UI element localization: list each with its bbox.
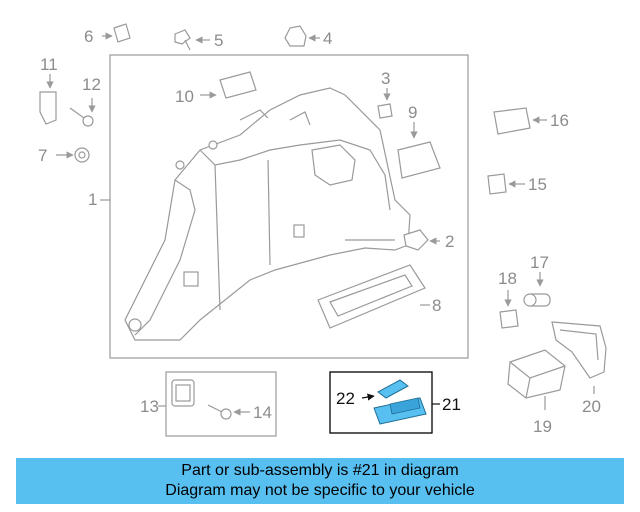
bracket-part-20 xyxy=(551,321,607,394)
callout-13: 13 xyxy=(140,397,159,416)
callout-17: 17 xyxy=(530,253,549,272)
bolt-part-5 xyxy=(174,29,210,51)
callout-16: 16 xyxy=(550,111,569,130)
callout-11: 11 xyxy=(40,55,58,74)
cover-part-22 xyxy=(361,379,409,401)
cover-part-13 xyxy=(171,379,195,407)
callout-7: 7 xyxy=(38,146,47,165)
grommet-part-18 xyxy=(499,290,519,329)
screw-part-14 xyxy=(207,404,250,420)
clip-part-7 xyxy=(56,147,90,163)
callout-3: 3 xyxy=(381,69,390,88)
callout-5: 5 xyxy=(214,31,223,50)
box-part-13 xyxy=(165,371,277,437)
callout-20: 20 xyxy=(582,397,601,416)
bracket-part-11 xyxy=(39,74,57,125)
callout-15: 15 xyxy=(528,175,547,194)
callout-6: 6 xyxy=(84,27,93,46)
clip-part-6 xyxy=(102,23,131,43)
callout-4: 4 xyxy=(323,29,332,48)
sill-plate-part-8 xyxy=(317,264,430,329)
highlight-box-part-21 xyxy=(329,371,433,434)
clip-part-4 xyxy=(284,25,320,47)
storage-tray-part-21 xyxy=(373,397,427,425)
callout-2: 2 xyxy=(445,232,454,251)
callout-1: 1 xyxy=(88,190,97,209)
quarter-trim-panel-part xyxy=(124,87,411,341)
callout-19: 19 xyxy=(533,417,552,436)
callout-8: 8 xyxy=(432,296,441,315)
fastener-part-17 xyxy=(523,272,551,307)
pad-part-15 xyxy=(487,173,525,195)
clip-part-3 xyxy=(377,88,393,119)
banner-line-part-number: Part or sub-assembly is #21 in diagram xyxy=(181,462,459,479)
callout-21: 21 xyxy=(442,395,461,414)
callout-18: 18 xyxy=(498,269,517,288)
bolt-part-12 xyxy=(69,98,96,127)
cover-part-16 xyxy=(493,107,547,135)
clip-part-2 xyxy=(403,229,440,251)
quarter-trim-frame xyxy=(109,54,469,359)
banner-line-disclaimer: Diagram may not be specific to your vehi… xyxy=(165,482,475,499)
handle-part-10 xyxy=(200,71,257,99)
info-banner: Part or sub-assembly is #21 in diagram D… xyxy=(16,458,624,504)
parts-diagram: 2 3 4 5 6 7 8 9 xyxy=(38,23,607,437)
callout-12: 12 xyxy=(82,75,101,94)
callout-10: 10 xyxy=(175,87,194,106)
callout-22: 22 xyxy=(336,389,355,408)
callout-9: 9 xyxy=(408,103,417,122)
callout-14: 14 xyxy=(253,403,272,422)
cover-part-9 xyxy=(397,122,441,179)
bracket-part-19 xyxy=(507,349,566,410)
